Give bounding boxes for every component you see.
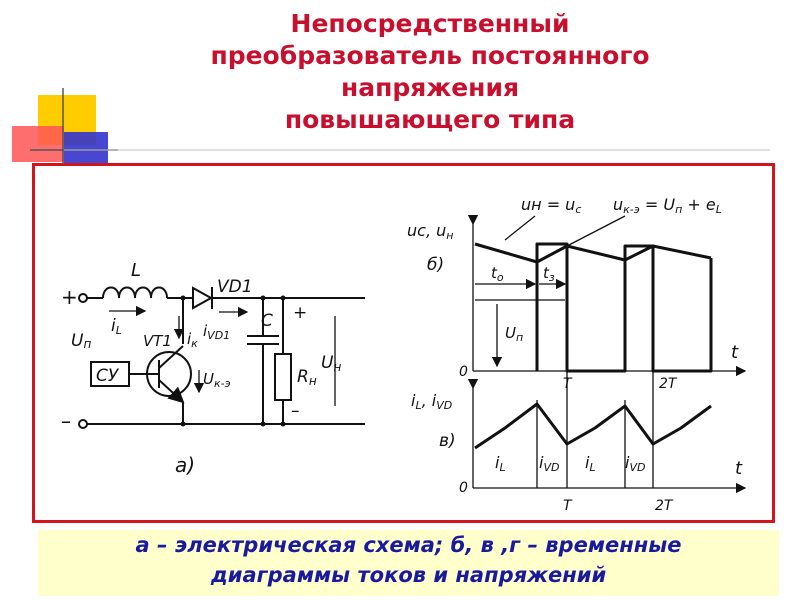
caption-box: а – электрическая схема; б, в ,г – време… <box>38 530 779 596</box>
input-plus-label: + <box>61 285 78 309</box>
v-tick-T: T <box>563 498 573 514</box>
diagram-b: uс, uн б) 0 t T 2T uн = uс uк-э = Uп + e… <box>407 195 747 392</box>
circuit-label: а) <box>175 453 195 477</box>
current-il-label: iL <box>111 316 122 337</box>
node-bottom-3 <box>280 421 286 427</box>
v-y-axis-label: iL, iVD <box>411 391 452 412</box>
b-tick-T: T <box>563 376 573 392</box>
slide-title: Непосредственный преобразователь постоян… <box>150 8 710 136</box>
b-formula-uke: uк-э = Uп + eL <box>613 195 722 216</box>
b-zero: 0 <box>459 364 468 380</box>
v-label: в) <box>439 431 456 451</box>
diagram-canvas: + – L iL VD1 iVD1 VT1 iк СУ <box>61 195 747 514</box>
v-il-label-2: iL <box>585 453 596 474</box>
b-y-axis-label: uс, uн <box>407 221 453 242</box>
current-ik-label: iк <box>187 330 198 350</box>
input-plus-terminal <box>78 293 88 303</box>
control-unit-box <box>90 361 130 387</box>
diagram-frame: + – L iL VD1 iVD1 VT1 iк СУ <box>32 163 775 523</box>
b-uc-waveform <box>474 242 712 264</box>
v-tick-2T: 2T <box>655 498 674 514</box>
inductor-coil <box>102 286 168 299</box>
v-current-waveform <box>474 402 712 450</box>
title-line-4: повышающего типа <box>284 105 576 134</box>
v-il-label-1: iL <box>495 453 506 474</box>
b-t3-label: tз <box>543 264 555 284</box>
decorative-squares <box>12 88 770 168</box>
b-tick-2T: 2T <box>659 376 678 392</box>
diode-vd1-symbol <box>192 286 214 310</box>
input-minus-label: – <box>61 409 71 433</box>
b-up-label: Uп <box>505 324 523 344</box>
node-bottom-1 <box>180 421 186 427</box>
resistor-rn-symbol <box>274 353 292 401</box>
b-uke-waveform <box>535 242 713 373</box>
input-minus-terminal <box>78 419 88 429</box>
current-ivd-label: iVD1 <box>203 322 230 342</box>
transistor-emitter-leg <box>158 379 185 404</box>
node-bottom-2 <box>260 421 266 427</box>
control-unit-label: СУ <box>96 366 120 386</box>
diagram-v: iL, iVD в) 0 t T 2T iL iVD iL iVD <box>411 366 747 514</box>
resistor-label: Rн <box>297 367 317 388</box>
deco-blue-square <box>64 132 108 164</box>
title-line-3: напряжения <box>340 73 520 102</box>
caption-line-2: диаграммы токов и напряжений <box>210 563 607 587</box>
v-zero: 0 <box>459 480 468 496</box>
title-line-2: преобразователь постоянного <box>210 41 650 70</box>
capacitor-label: C <box>261 311 273 331</box>
transistor-label: VT1 <box>143 332 172 350</box>
input-voltage-label: Uп <box>71 331 91 351</box>
b-t0-label: tо <box>491 264 504 284</box>
title-line-1: Непосредственный <box>290 9 570 38</box>
output-voltage-label: Uн <box>321 353 341 374</box>
b-label: б) <box>427 255 444 275</box>
output-plus-label: + <box>293 303 307 323</box>
v-ivd-label-1: iVD <box>539 453 559 474</box>
caption-line-1: а – электрическая схема; б, в ,г – време… <box>135 533 682 557</box>
voltage-uke-label: Uк-э <box>203 370 231 390</box>
b-t-axis-label: t <box>731 342 739 363</box>
b-formula-1-pointer <box>504 215 536 241</box>
b-formula-un-uc: uн = uс <box>521 195 581 216</box>
deco-red-square <box>12 126 64 162</box>
v-t-axis-label: t <box>735 458 743 479</box>
transistor-collector-leg <box>158 345 184 369</box>
inductor-label: L <box>131 260 141 281</box>
circuit-schematic: + – L iL VD1 iVD1 VT1 iк СУ <box>61 260 365 477</box>
diode-label: VD1 <box>217 277 253 297</box>
v-ivd-label-2: iVD <box>625 453 645 474</box>
b-formula-2-pointer <box>566 215 626 247</box>
output-minus-label: – <box>291 401 300 421</box>
